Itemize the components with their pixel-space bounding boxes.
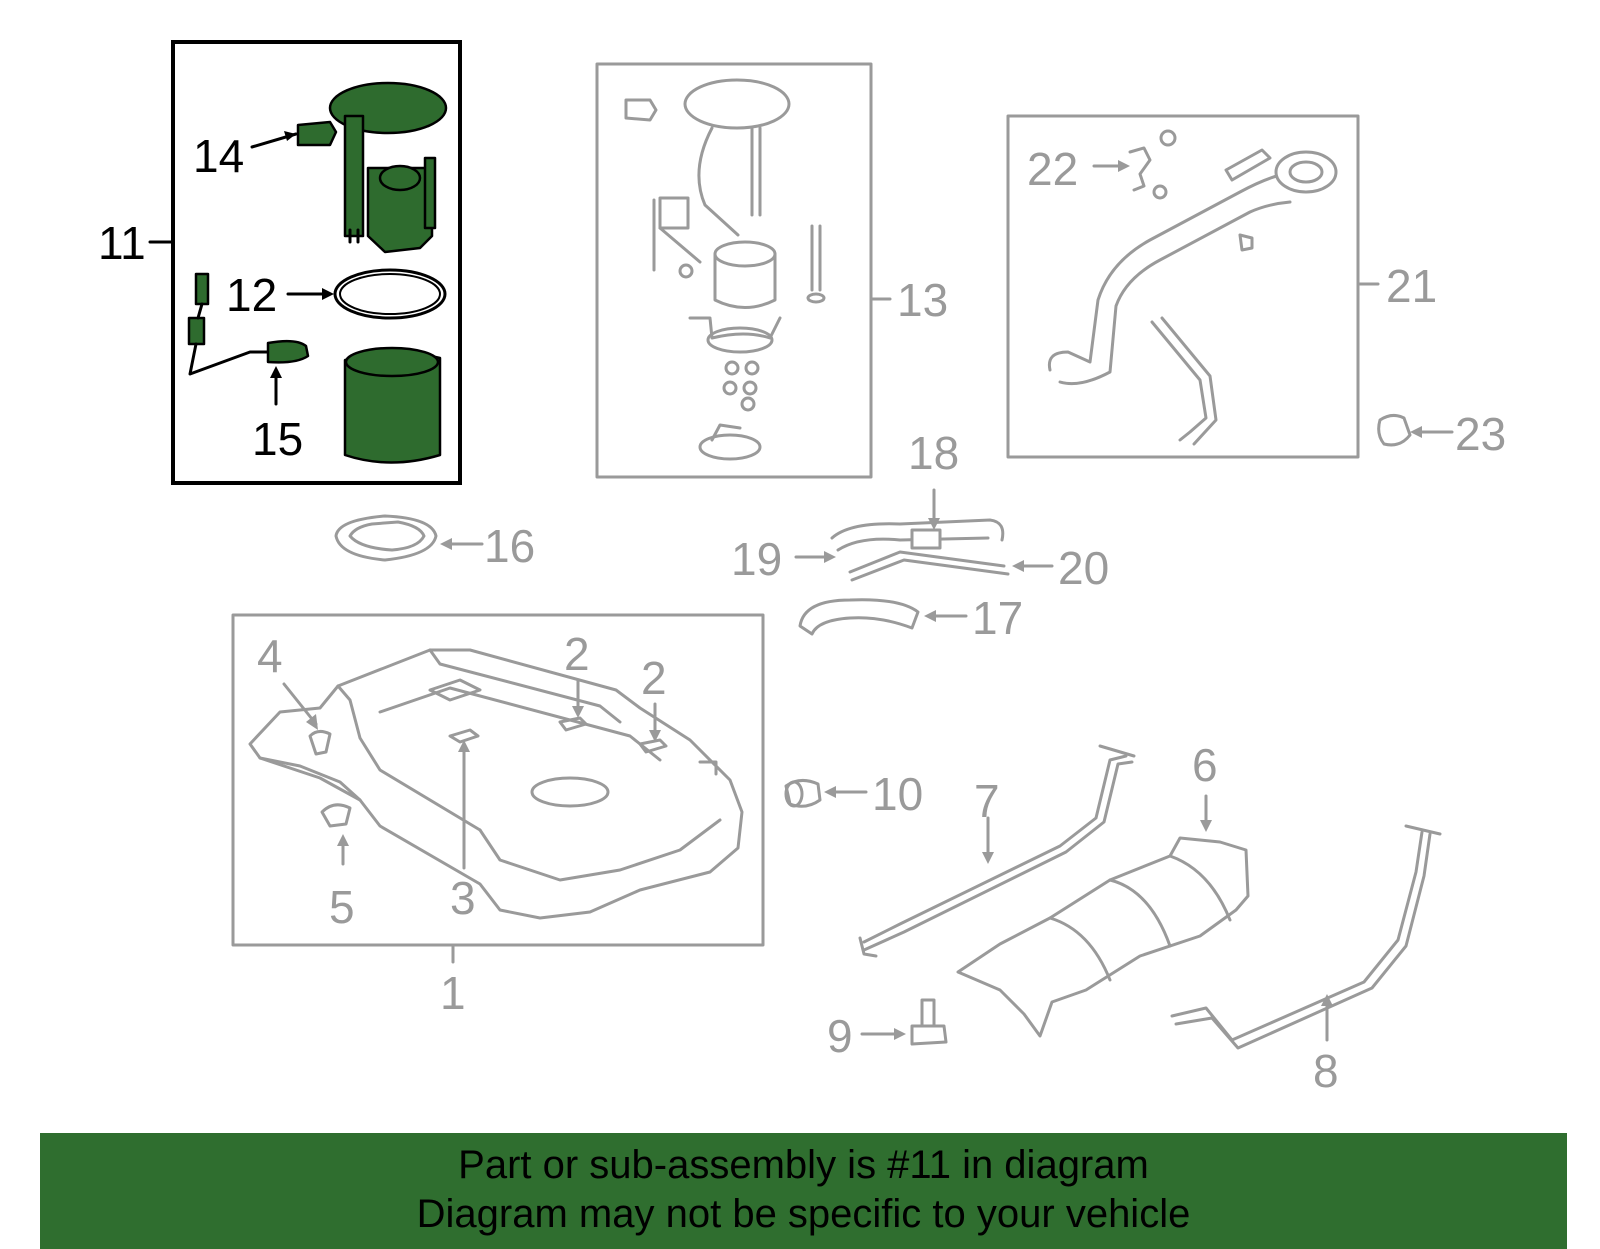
label-17: 17 [972, 592, 1023, 644]
info-banner: Part or sub-assembly is #11 in diagram D… [40, 1133, 1567, 1249]
label-1: 1 [440, 967, 466, 1019]
connector-14 [296, 120, 338, 147]
label-15: 15 [252, 413, 303, 465]
assembly-21-group: 21 22 [1006, 114, 1437, 459]
assembly-11-box [171, 40, 462, 485]
fuel-pump-module [328, 81, 448, 254]
assembly-13-box [595, 62, 873, 479]
label-20: 20 [1058, 542, 1109, 594]
fuel-tank [248, 648, 744, 920]
tank-1-group: 1 4 5 3 2 2 [231, 613, 765, 1019]
tank-1-box [231, 613, 765, 947]
label-23: 23 [1455, 408, 1506, 460]
part-6-heat-shield: 6 [956, 739, 1250, 1038]
label-16: 16 [484, 520, 535, 572]
assembly-13-group: 13 [595, 62, 948, 479]
part-9-bolt: 9 [827, 998, 948, 1062]
part-23: 23 [1377, 408, 1506, 460]
o-ring-12 [333, 268, 447, 320]
label-2a: 2 [564, 628, 590, 680]
fuel-level-sender-15 [187, 272, 310, 376]
label-18: 18 [908, 427, 959, 479]
banner-line-1: Part or sub-assembly is #11 in diagram [458, 1143, 1149, 1187]
part-10: 10 [784, 768, 923, 820]
label-10: 10 [872, 768, 923, 820]
label-5: 5 [329, 881, 355, 933]
label-9: 9 [827, 1010, 853, 1062]
assembly-21-box [1006, 114, 1360, 459]
label-21: 21 [1386, 260, 1437, 312]
label-3: 3 [450, 872, 476, 924]
part-7-strap: 7 [858, 744, 1136, 958]
label-6: 6 [1192, 739, 1218, 791]
label-7: 7 [974, 775, 1000, 827]
banner-line-2: Diagram may not be specific to your vehi… [416, 1192, 1191, 1236]
part-8-strap: 8 [1170, 824, 1442, 1097]
label-22: 22 [1027, 143, 1078, 195]
hoses-17-20: 18 19 20 17 [731, 427, 1109, 644]
part-16: 16 [334, 514, 535, 572]
assembly-11-group: 11 14 12 15 [98, 40, 462, 485]
label-19: 19 [731, 533, 782, 585]
label-11: 11 [98, 217, 146, 269]
label-14: 14 [193, 130, 244, 182]
label-13: 13 [897, 274, 948, 326]
label-2b: 2 [641, 652, 667, 704]
label-4: 4 [257, 630, 283, 682]
label-12: 12 [226, 269, 277, 321]
label-8: 8 [1313, 1045, 1339, 1097]
